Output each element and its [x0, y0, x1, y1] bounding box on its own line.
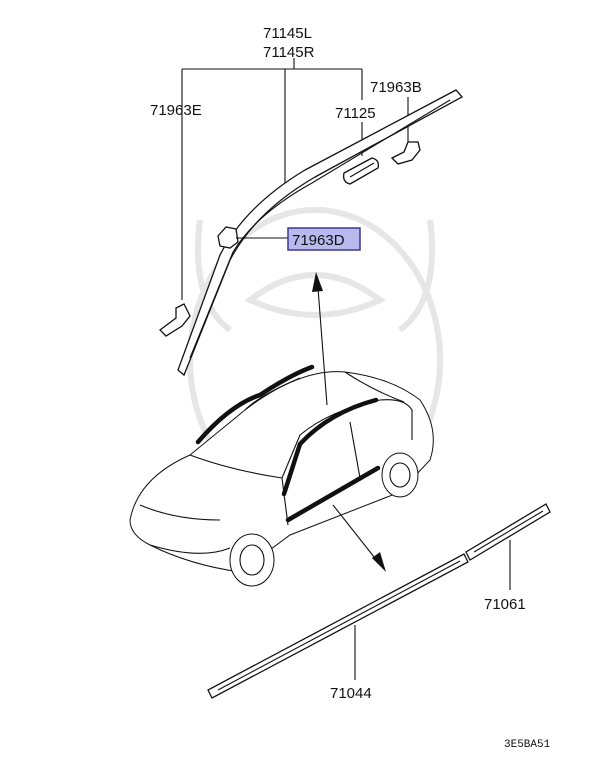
- highlight-box-71963D: [287, 227, 361, 251]
- label-71963E: 71963E: [150, 102, 202, 119]
- arrow-down-to-side: [332, 504, 386, 572]
- label-71963D: 71963D: [292, 232, 345, 249]
- label-71145R: 71145R: [263, 44, 315, 61]
- label-71963B: 71963B: [370, 79, 422, 96]
- part-71125-cap: [342, 157, 380, 185]
- bracket-71145: [181, 58, 363, 300]
- reference-code: 3E5BA51: [504, 739, 551, 751]
- label-71044: 71044: [330, 685, 372, 702]
- label-71061: 71061: [484, 596, 526, 613]
- label-71125: 71125: [335, 105, 376, 122]
- part-71963E-clip: [159, 303, 191, 337]
- part-71963B-clip: [390, 141, 421, 165]
- car-body-outline: [129, 371, 434, 587]
- car-molding-highlight-lines: [195, 364, 381, 523]
- arrow-up-to-roof: [312, 272, 328, 406]
- part-71963D-clip: [217, 226, 288, 249]
- label-71145L: 71145L: [263, 25, 312, 42]
- side-molding-71061: [465, 503, 551, 561]
- side-molding-71044: [207, 553, 469, 699]
